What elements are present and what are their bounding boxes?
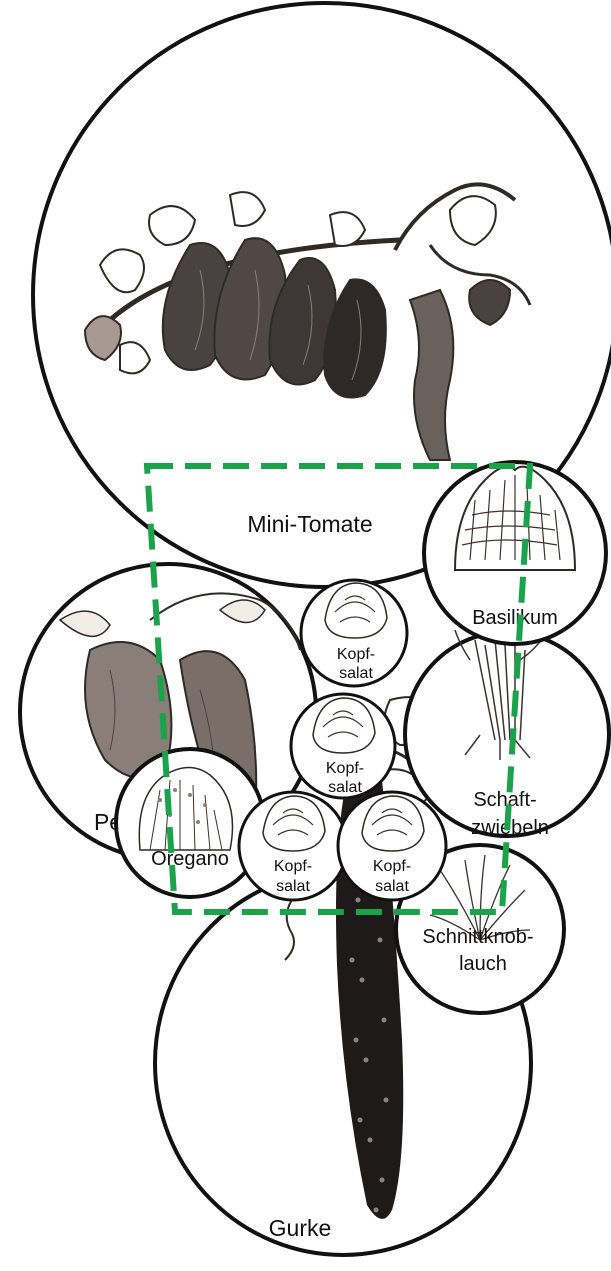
lettuce-3-label-2: salat	[276, 878, 310, 895]
plant-lettuce-1: Kopf- salat	[301, 580, 407, 686]
basil-label: Basilikum	[472, 607, 558, 629]
plant-oregano: Oregano	[116, 749, 264, 897]
lettuce-4-label-2: salat	[375, 878, 409, 895]
cucumber-label: Gurke	[269, 1215, 332, 1241]
garlic-chives-label-1: Schnittknob-	[422, 926, 533, 948]
plant-basil: Basilikum	[424, 462, 606, 644]
lettuce-3-label-1: Kopf-	[274, 858, 312, 875]
oregano-label: Oregano	[151, 848, 229, 870]
lettuce-1-label-1: Kopf-	[337, 646, 375, 663]
plant-lettuce-3: Kopf- salat	[239, 792, 347, 900]
lettuce-4-label-1: Kopf-	[373, 858, 411, 875]
plant-lettuce-2: Kopf- salat	[291, 694, 395, 798]
scallion-label-1: Schaft-	[473, 789, 536, 811]
plant-lettuce-4: Kopf- salat	[338, 792, 446, 900]
lettuce-2-label-2: salat	[328, 779, 362, 796]
tomato-label: Mini-Tomate	[247, 511, 372, 537]
lettuce-2-label-1: Kopf-	[326, 760, 364, 777]
garlic-chives-label-2: lauch	[459, 953, 507, 975]
lettuce-1-label-2: salat	[339, 665, 373, 682]
